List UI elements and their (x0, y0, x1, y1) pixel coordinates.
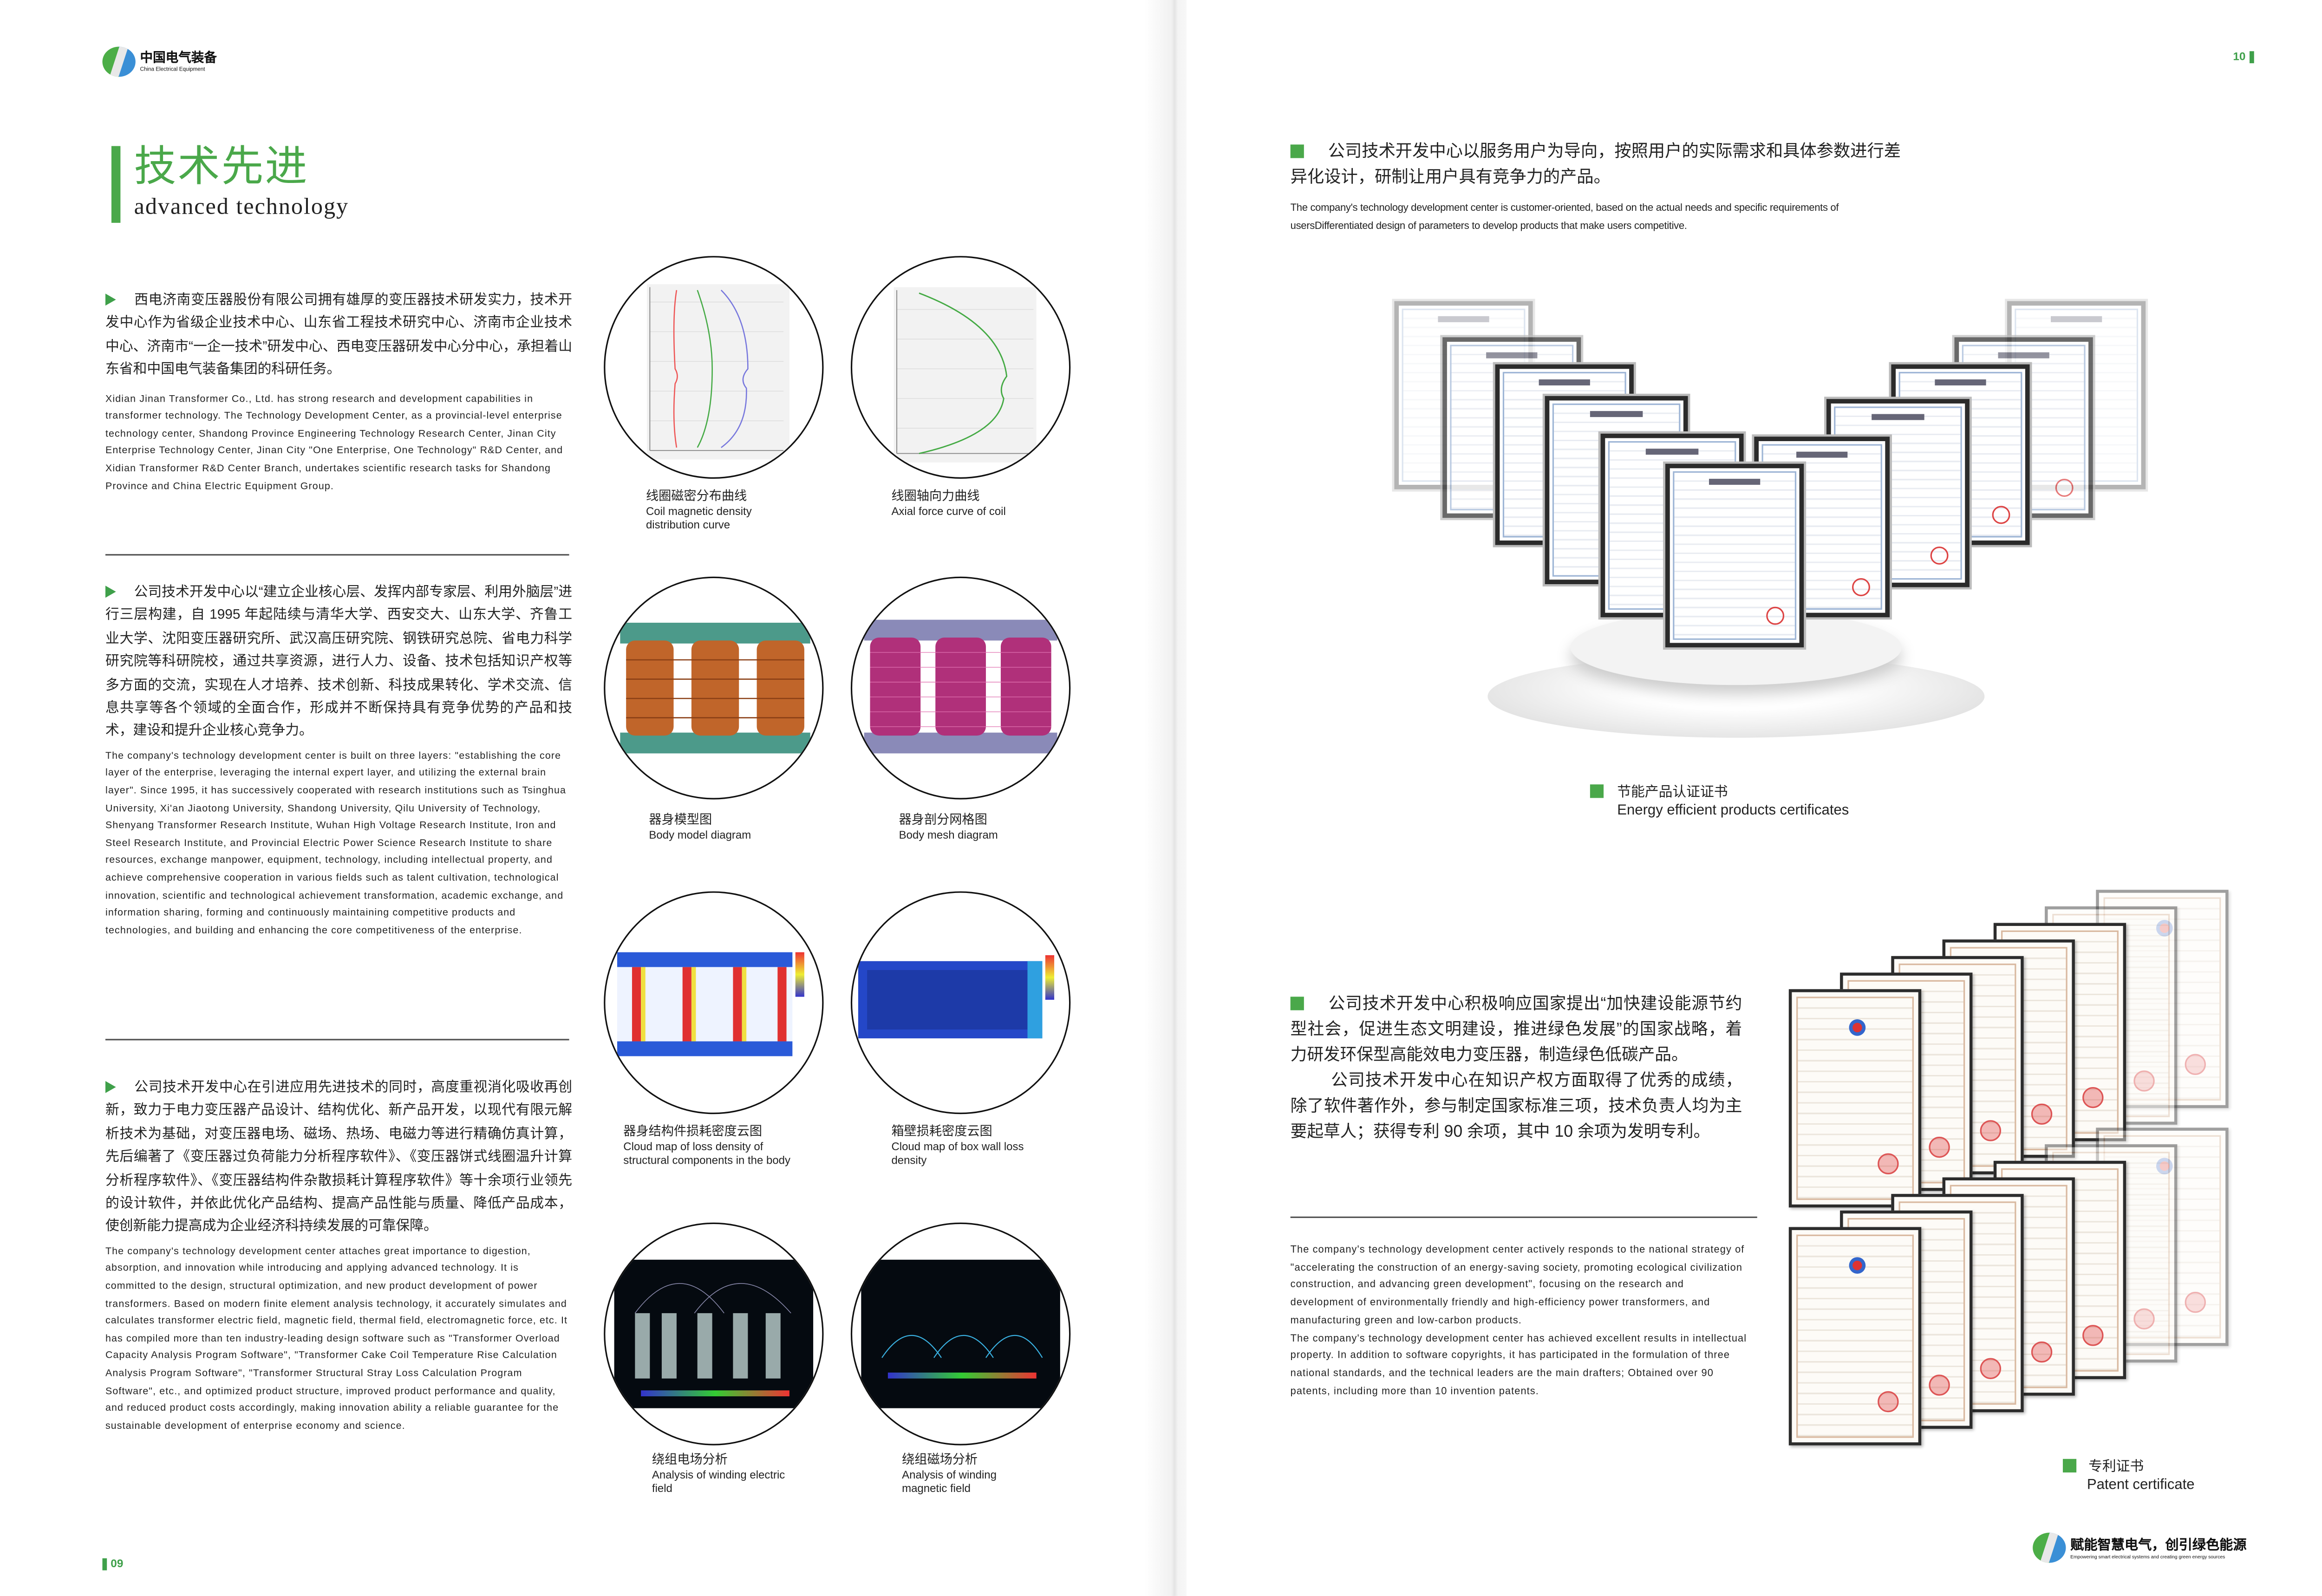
caption-en: Patent certificate (2087, 1477, 2195, 1494)
paragraph-1-cn: 西电济南变压器股份有限公司拥有雄厚的变压器技术研发实力，技术开发中心作为省级企业… (105, 292, 573, 377)
slogan-en: Empowering smart electrical systems and … (2070, 1553, 2225, 1560)
caption-cn: 线圈磁密分布曲线 (646, 488, 747, 503)
figure-body-mesh (850, 576, 1071, 800)
right-paragraph-en: The company's technology development cen… (1291, 1242, 1750, 1401)
energy-certs-caption: 节能产品认证证书 Energy efficient products certi… (1590, 783, 1849, 821)
figure-axial-force-curve (850, 256, 1071, 479)
logo-swirl-icon (2033, 1532, 2066, 1563)
caption-en: Energy efficient products certificates (1617, 802, 1849, 819)
paragraph-2-en: The company's technology development cen… (105, 751, 567, 937)
caption-en: Cloud map of loss density of structural … (623, 1140, 790, 1167)
section-title: 技术先进 (134, 143, 309, 190)
right-paragraph-en2: The company's technology development cen… (1290, 1333, 1747, 1397)
bullet-triangle-icon (105, 293, 116, 306)
figure-winding-magnetic-field (850, 1222, 1071, 1446)
paragraph-1-en: Xidian Jinan Transformer Co., Ltd. has s… (105, 394, 563, 492)
certificate-image (1665, 463, 1804, 648)
divider (105, 1039, 569, 1041)
caption-cn: 器身结构件损耗密度云图 (623, 1123, 763, 1139)
paragraph-1: 西电济南变压器股份有限公司拥有雄厚的变压器技术研发实力，技术开发中心作为省级企业… (105, 289, 572, 496)
slogan-cn: 赋能智慧电气，创引绿色能源 (2070, 1537, 2247, 1552)
caption-en: Analysis of winding electric field (652, 1468, 785, 1495)
caption-cn: 专利证书 (2088, 1459, 2144, 1474)
paragraph-2: 公司技术开发中心以“建立企业核心层、发挥内部专家层、利用外脑层”进行三层构建，自… (105, 581, 572, 940)
green-square-icon (2062, 1459, 2077, 1472)
right-paragraph-en1: The company's technology development cen… (1290, 1245, 1745, 1326)
caption-cn: 器身模型图 (649, 811, 712, 827)
bullet-triangle-icon (105, 1081, 116, 1093)
caption-cn: 绕组电场分析 (652, 1451, 728, 1467)
brand-logo: 中国电气装备 China Electrical Equipment (102, 46, 217, 77)
patent-certificate-image (1788, 989, 1922, 1208)
caption-cn: 绕组磁场分析 (902, 1451, 978, 1467)
caption-cn: 节能产品认证证书 (1617, 784, 1728, 800)
figure-coil-magnetic-density (604, 256, 824, 479)
paragraph-3-en: The company's technology development cen… (105, 1246, 568, 1432)
intro-en: The company's technology development cen… (1290, 203, 1839, 232)
logo-en: China Electrical Equipment (140, 66, 205, 72)
right-paragraph-cn1: 公司技术开发中心积极响应国家提出“加快建设能源节约型社会，促进生态文明建设，推进… (1290, 995, 1742, 1065)
page-number-text: 09 (111, 1557, 124, 1570)
right-paragraph-cn: 公司技术开发中心积极响应国家提出“加快建设能源节约型社会，促进生态文明建设，推进… (1290, 992, 1742, 1146)
intro-block: 公司技术开发中心以服务用户为导向，按照用户的实际需求和具体参数进行差异化设计，研… (1290, 140, 1908, 237)
right-page: 10 公司技术开发中心以服务用户为导向，按照用户的实际需求和具体参数进行差异化设… (1186, 0, 2322, 1596)
page-number-right: 10 (2233, 50, 2254, 63)
caption-cn: 器身剖分网格图 (899, 811, 987, 827)
paragraph-3: 公司技术开发中心在引进应用先进技术的同时，高度重视消化吸收再创新，致力于电力变压… (105, 1076, 572, 1435)
page-number-text: 10 (2233, 49, 2246, 64)
caption-cn: 线圈轴向力曲线 (891, 488, 980, 503)
paragraph-3-cn: 公司技术开发中心在引进应用先进技术的同时，高度重视消化吸收再创新，致力于电力变压… (105, 1079, 573, 1234)
caption-en: Body model diagram (649, 828, 751, 842)
bullet-triangle-icon (105, 586, 116, 598)
green-square-icon (1290, 997, 1304, 1010)
caption-en: Axial force curve of coil (891, 504, 1006, 518)
caption-en: Coil magnetic density distribution curve (646, 504, 752, 532)
caption-en: Body mesh diagram (899, 828, 998, 842)
logo-swirl-icon (102, 46, 136, 77)
caption-en: Analysis of winding magnetic field (902, 1468, 997, 1495)
intro-cn: 公司技术开发中心以服务用户为导向，按照用户的实际需求和具体参数进行差异化设计，研… (1290, 143, 1901, 187)
patent-caption: 专利证书 Patent certificate (2062, 1458, 2195, 1495)
divider (1290, 1216, 1757, 1218)
right-paragraph-cn2: 公司技术开发中心在知识产权方面取得了优秀的成绩，除了软件著作外，参与制定国家标准… (1290, 1072, 1742, 1141)
figure-box-wall-loss-density (850, 891, 1071, 1114)
figure-winding-electric-field (604, 1222, 824, 1446)
figure-body-model (604, 576, 824, 800)
figure-structural-loss-density (604, 891, 824, 1114)
paragraph-2-cn: 公司技术开发中心以“建立企业核心层、发挥内部专家层、利用外脑层”进行三层构建，自… (105, 584, 573, 739)
footer-logo: 赋能智慧电气，创引绿色能源 Empowering smart electrica… (2033, 1532, 2247, 1563)
section-subtitle: advanced technology (134, 194, 349, 220)
caption-en: Cloud map of box wall loss density (891, 1140, 1024, 1167)
caption-cn: 箱壁损耗密度云图 (891, 1123, 992, 1139)
divider (105, 554, 569, 556)
patent-certificate-image (1788, 1227, 1922, 1446)
left-page: 中国电气装备 China Electrical Equipment 技术先进 a… (0, 0, 1177, 1596)
page-number-left: 09 (102, 1557, 123, 1570)
green-square-icon (1290, 144, 1304, 158)
title-accent-bar (111, 146, 121, 223)
green-square-icon (1590, 784, 1604, 798)
logo-cn: 中国电气装备 (140, 49, 217, 65)
